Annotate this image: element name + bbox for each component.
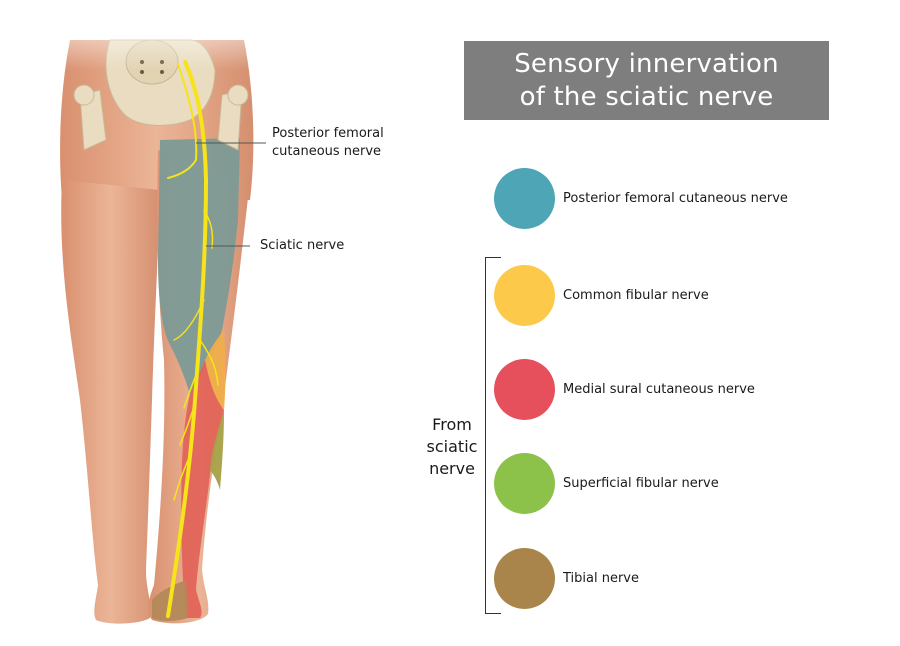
legend-swatch xyxy=(494,359,555,420)
sciatic-group-label: From sciatic nerve xyxy=(424,414,480,480)
left-leg xyxy=(61,180,160,624)
sciatic-group-bracket xyxy=(485,257,501,614)
legend-item: Tibial nerve xyxy=(494,548,639,609)
legend-swatch xyxy=(494,548,555,609)
region-superficial-fibular xyxy=(210,410,224,490)
callout-line1: Posterior femoral xyxy=(272,126,384,141)
callout-line1: Sciatic nerve xyxy=(260,238,345,253)
group-label-line3: nerve xyxy=(429,459,475,478)
callout-posterior-femoral-cutaneous: Posterior femoral cutaneous nerve xyxy=(272,125,384,161)
legend-item: Medial sural cutaneous nerve xyxy=(494,359,755,420)
sciatic-nerve xyxy=(166,60,219,618)
legend-item: Superficial fibular nerve xyxy=(494,453,719,514)
callout-line2: cutaneous nerve xyxy=(272,144,382,159)
callout-sciatic-nerve: Sciatic nerve xyxy=(260,237,344,255)
group-label-line1: From xyxy=(432,415,472,434)
legend-swatch xyxy=(494,168,555,229)
region-posterior-femoral-cutaneous xyxy=(158,138,240,395)
leg-illustration xyxy=(0,0,420,624)
title-box: Sensory innervation of the sciatic nerve xyxy=(464,41,829,120)
legend-label: Superficial fibular nerve xyxy=(563,476,719,491)
legend-label: Tibial nerve xyxy=(563,571,640,586)
legend-label: Posterior femoral cutaneous nerve xyxy=(563,191,788,206)
legend-swatch xyxy=(494,453,555,514)
legend-label: Medial sural cutaneous nerve xyxy=(563,382,755,397)
legend-label: Common fibular nerve xyxy=(563,288,709,303)
group-label-line2: sciatic xyxy=(426,437,478,456)
legend-item: Posterior femoral cutaneous nerve xyxy=(494,168,788,229)
title-line1: Sensory innervation xyxy=(514,48,779,79)
legend-swatch xyxy=(494,265,555,326)
legend-item: Common fibular nerve xyxy=(494,265,709,326)
title-line2: of the sciatic nerve xyxy=(519,81,774,112)
